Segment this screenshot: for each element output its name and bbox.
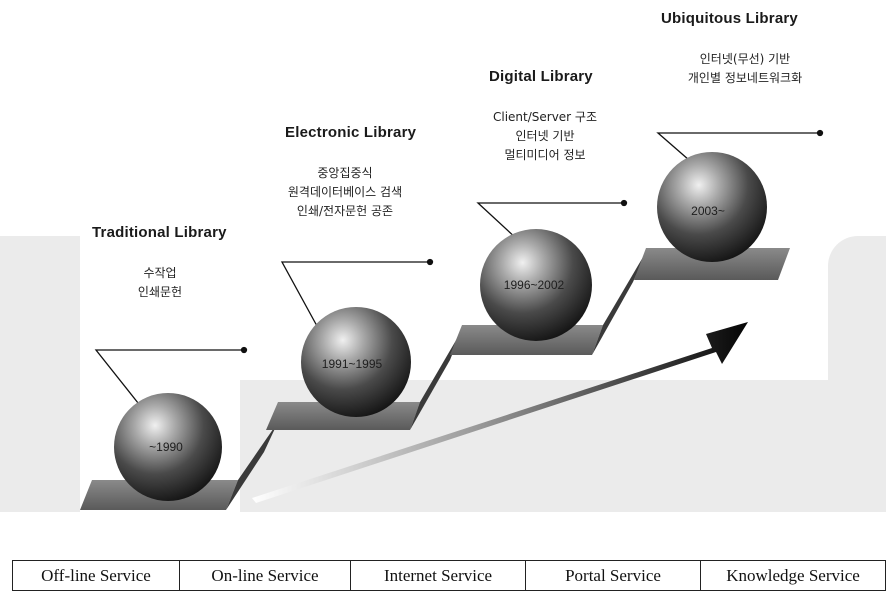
sphere-period-label: 1996~2002	[504, 278, 565, 292]
stage-title-digital: Digital Library	[489, 68, 593, 85]
sphere-stage-4: 2003~	[657, 152, 767, 262]
service-row: Off-line Service On-line Service Interne…	[12, 560, 886, 591]
desc-line: 수작업	[143, 266, 177, 280]
step-riser-3	[592, 252, 646, 355]
desc-line: 인쇄/전자문헌 공존	[296, 204, 394, 218]
pointer-line-3	[476, 202, 624, 241]
step-riser-2	[410, 330, 462, 430]
desc-line: 인터넷 기반	[515, 129, 575, 143]
stage-title-electronic: Electronic Library	[285, 124, 417, 141]
sphere-stage-3: 1996~2002	[480, 229, 592, 341]
service-cell-knowledge: Knowledge Service	[700, 560, 886, 591]
stage-desc-ubiquitous: 인터넷(무선) 기반 개인별 정보네트워크화	[665, 50, 825, 88]
stage-desc-electronic: 중앙집중식 원격데이터베이스 검색 인쇄/전자문헌 공존	[270, 164, 420, 221]
service-cell-offline: Off-line Service	[12, 560, 180, 591]
desc-line: Client/Server 구조	[492, 110, 598, 124]
background-panel-left	[0, 236, 80, 512]
service-cell-portal: Portal Service	[525, 560, 701, 591]
stage-title-ubiquitous: Ubiquitous Library	[661, 10, 798, 27]
background-panel-right	[828, 236, 886, 512]
sphere-stage-2: 1991~1995	[301, 307, 411, 417]
sphere-stage-1: ~1990	[114, 393, 222, 501]
desc-line: 중앙집중식	[317, 166, 373, 180]
stage-desc-traditional: 수작업 인쇄문헌	[110, 264, 210, 302]
desc-line: 인쇄문헌	[137, 285, 183, 299]
desc-line: 멀티미디어 정보	[504, 148, 586, 162]
desc-line: 원격데이터베이스 검색	[287, 185, 403, 199]
sphere-period-label: 2003~	[691, 204, 725, 218]
service-table: Off-line Service On-line Service Interne…	[12, 560, 886, 591]
pointer-line-1	[94, 349, 244, 409]
stage-desc-digital: Client/Server 구조 인터넷 기반 멀티미디어 정보	[480, 108, 610, 165]
service-cell-online: On-line Service	[179, 560, 351, 591]
pointer-line-2	[280, 261, 430, 338]
service-cell-internet: Internet Service	[350, 560, 526, 591]
desc-line: 개인별 정보네트워크화	[687, 71, 803, 85]
growth-arrow-icon	[252, 322, 748, 503]
stage-title-traditional: Traditional Library	[92, 224, 227, 241]
desc-line: 인터넷(무선) 기반	[699, 52, 791, 66]
step-platform-4	[634, 248, 790, 280]
sphere-period-label: 1991~1995	[322, 357, 383, 371]
step-riser-1	[226, 422, 278, 510]
sphere-period-label: ~1990	[149, 440, 183, 454]
